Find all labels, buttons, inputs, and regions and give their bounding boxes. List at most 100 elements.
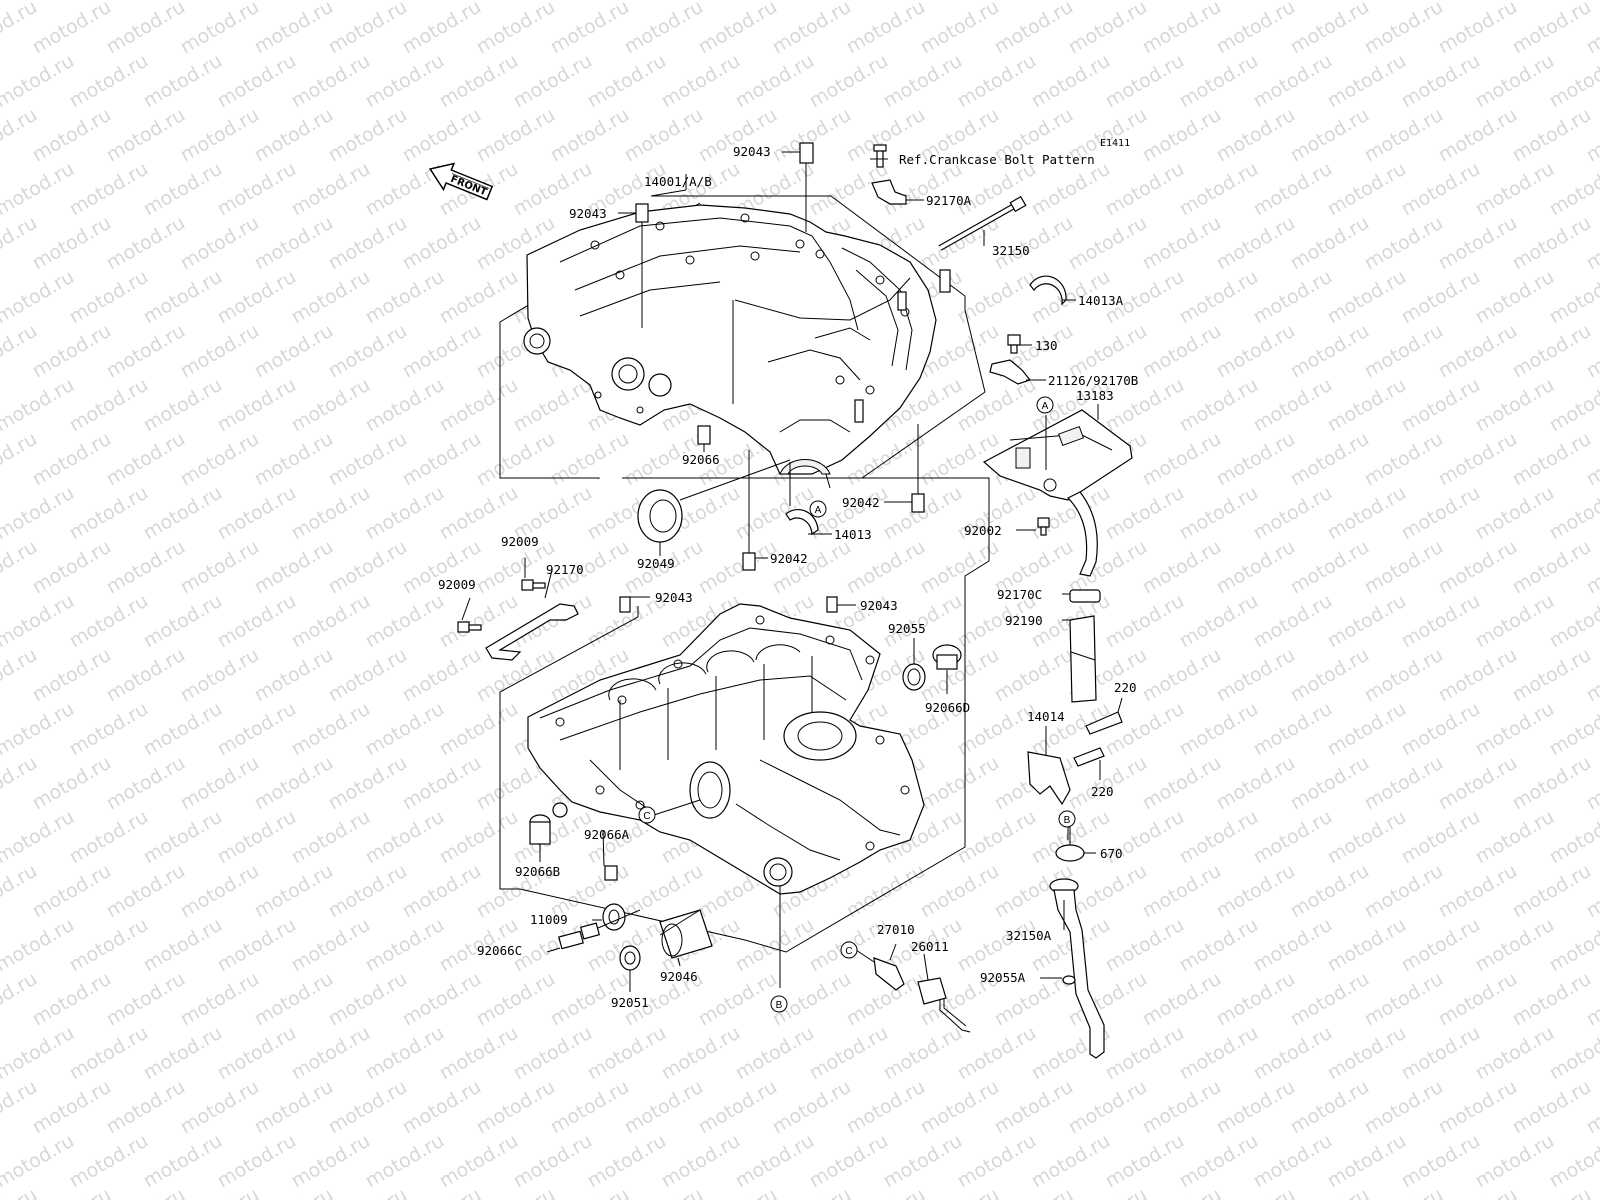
watermark-text: motod.ru (806, 1130, 892, 1193)
watermark-text: motod.ru (1472, 806, 1558, 869)
part-label: 13183 (1076, 388, 1114, 403)
watermark-text: motod.ru (325, 644, 411, 707)
watermark-text: motod.ru (1324, 1130, 1410, 1193)
watermark-text: motod.ru (1398, 1022, 1484, 1085)
watermark-text: motod.ru (29, 0, 115, 58)
part-label: 32150A (1006, 928, 1052, 943)
watermark-text: motod.ru (1472, 266, 1558, 329)
watermark-text: motod.ru (843, 0, 929, 58)
watermark-text: motod.ru (880, 482, 966, 545)
watermark-text: motod.ru (584, 1022, 670, 1085)
watermark-text: motod.ru (214, 158, 300, 221)
watermark-text: motod.ru (1250, 1022, 1336, 1085)
watermark-text: motod.ru (1398, 50, 1484, 113)
watermark-text: motod.ru (917, 752, 1003, 815)
watermark-text: motod.ru (399, 212, 485, 275)
watermark-text: motod.ru (214, 482, 300, 545)
watermark-text: motod.ru (843, 860, 929, 923)
watermark-text: motod.ru (325, 860, 411, 923)
watermark-text: motod.ru (1361, 536, 1447, 599)
watermark-text: motod.ru (1361, 860, 1447, 923)
watermark-text: motod.ru (806, 50, 892, 113)
part-label: 92043 (860, 598, 898, 613)
watermark-text: motod.ru (1213, 104, 1299, 167)
part-label: 220 (1114, 680, 1137, 695)
watermark-text: motod.ru (806, 0, 892, 4)
part-label: 92043 (655, 590, 693, 605)
watermark-text: motod.ru (29, 1184, 115, 1200)
watermark-text: motod.ru (29, 644, 115, 707)
part-label: 27010 (877, 922, 915, 937)
watermark-text: motod.ru (1102, 158, 1188, 221)
watermark-text: motod.ru (1324, 50, 1410, 113)
part-label: 92042 (842, 495, 880, 510)
watermark-text: motod.ru (140, 914, 226, 977)
watermark-text: motod.ru (621, 104, 707, 167)
part-label: 670 (1100, 846, 1123, 861)
watermark-text: motod.ru (251, 536, 337, 599)
watermark-text: motod.ru (1250, 1130, 1336, 1193)
watermark-text: motod.ru (214, 590, 300, 653)
watermark-text: motod.ru (732, 50, 818, 113)
watermark-text: motod.ru (1324, 0, 1410, 4)
watermark-text: motod.ru (954, 158, 1040, 221)
watermark-text: motod.ru (288, 698, 374, 761)
watermark-text: motod.ru (880, 0, 966, 4)
watermark-text: motod.ru (103, 752, 189, 815)
watermark-text: motod.ru (103, 212, 189, 275)
part-label: 92190 (1005, 613, 1043, 628)
watermark-text: motod.ru (621, 0, 707, 58)
watermark-text: motod.ru (288, 1130, 374, 1193)
watermark-text: motod.ru (214, 0, 300, 4)
watermark-text: motod.ru (1472, 374, 1558, 437)
part-label: 92066D (925, 700, 970, 715)
watermark-text: motod.ru (1509, 1076, 1595, 1139)
watermark-text: motod.ru (1139, 428, 1225, 491)
watermark-text: motod.ru (0, 266, 78, 329)
reference-note: Ref.Crankcase Bolt Pattern (899, 152, 1095, 167)
watermark-text: motod.ru (362, 1130, 448, 1193)
watermark-text: motod.ru (1546, 50, 1600, 113)
watermark-text: motod.ru (288, 266, 374, 329)
watermark-text: motod.ru (0, 1130, 78, 1193)
callout-b-dipstick: B (1058, 810, 1076, 828)
callout-letter: B (1064, 815, 1071, 826)
watermark-text: motod.ru (1176, 806, 1262, 869)
watermark-text: motod.ru (66, 590, 152, 653)
watermark-text: motod.ru (1139, 1076, 1225, 1139)
watermark-text: motod.ru (251, 752, 337, 815)
watermark-text: motod.ru (362, 806, 448, 869)
callout-c-sensor: C (840, 941, 858, 959)
watermark-text: motod.ru (66, 698, 152, 761)
watermark-text: motod.ru (547, 1076, 633, 1139)
part-label: 92043 (569, 206, 607, 221)
watermark-text: motod.ru (140, 1130, 226, 1193)
watermark-text: motod.ru (29, 752, 115, 815)
watermark-text: motod.ru (103, 1184, 189, 1200)
watermark-text: motod.ru (29, 536, 115, 599)
watermark-text: motod.ru (1472, 482, 1558, 545)
watermark-text: motod.ru (177, 644, 263, 707)
watermark-text: motod.ru (954, 1130, 1040, 1193)
watermark-text: motod.ru (1287, 968, 1373, 1031)
watermark-text: motod.ru (251, 860, 337, 923)
watermark-text: motod.ru (1472, 158, 1558, 221)
watermark-text: motod.ru (1176, 482, 1262, 545)
watermark-text: motod.ru (325, 1076, 411, 1139)
watermark-text: motod.ru (991, 1076, 1077, 1139)
watermark-text: motod.ru (1213, 860, 1299, 923)
watermark-text: motod.ru (547, 104, 633, 167)
watermark-text: motod.ru (1398, 374, 1484, 437)
watermark-text: motod.ru (288, 158, 374, 221)
part-label: 92051 (611, 995, 649, 1010)
part-label: 92170 (546, 562, 584, 577)
part-label: 14013A (1078, 293, 1124, 308)
watermark-text: motod.ru (1398, 590, 1484, 653)
watermark-text: motod.ru (769, 536, 855, 599)
watermark-text: motod.ru (1139, 104, 1225, 167)
watermark-text: motod.ru (1028, 0, 1114, 4)
watermark-text: motod.ru (806, 1022, 892, 1085)
watermark-text: motod.ru (769, 1184, 855, 1200)
watermark-text: motod.ru (1435, 752, 1521, 815)
watermark-text: motod.ru (732, 1130, 818, 1193)
